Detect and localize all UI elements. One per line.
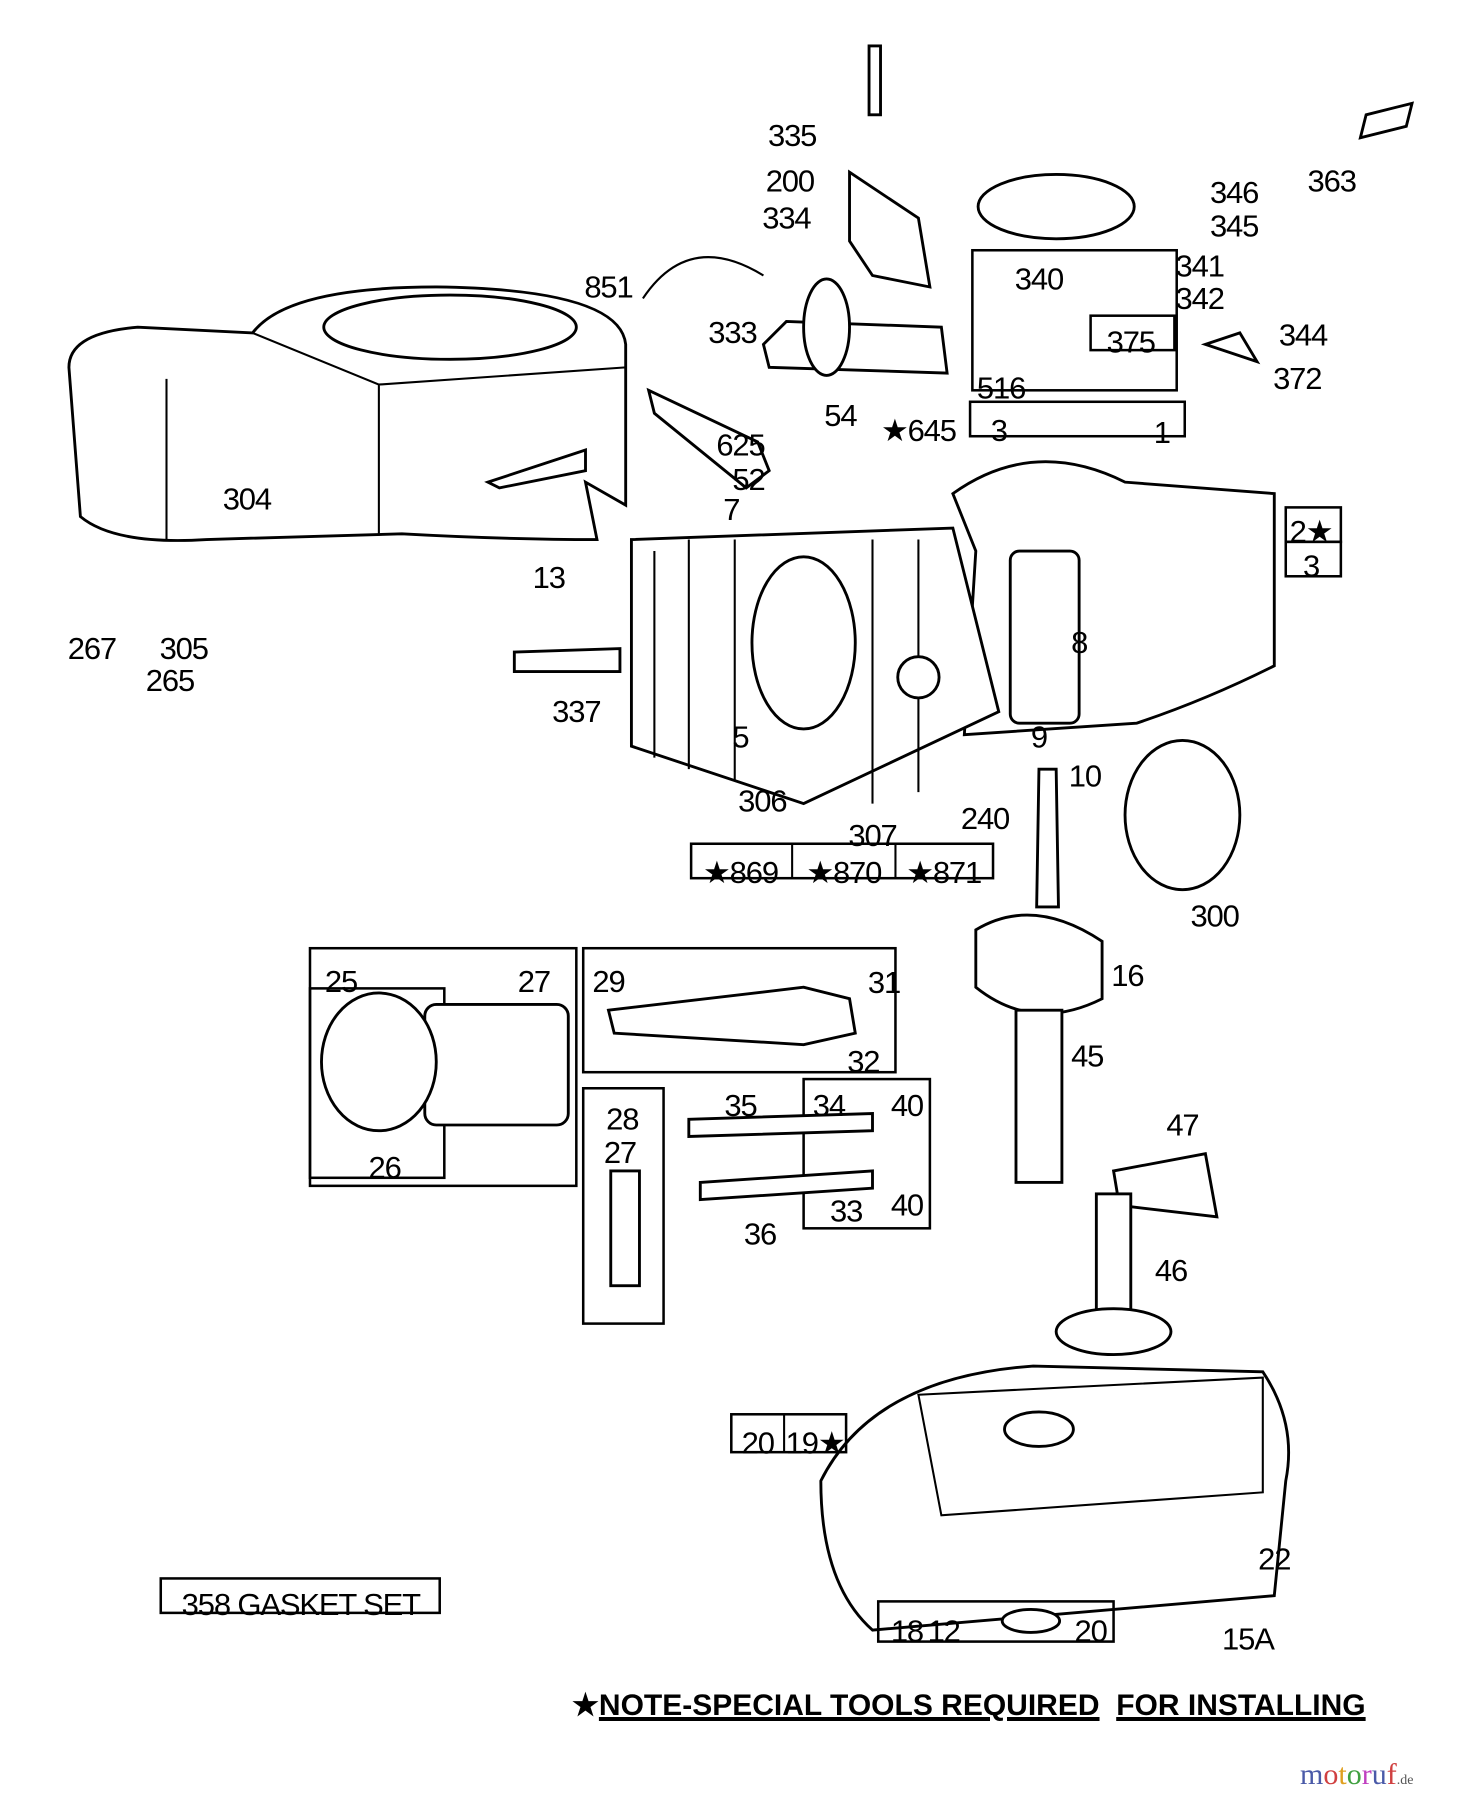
ignition-parts bbox=[642, 44, 1415, 392]
callout-label: 200 bbox=[766, 164, 815, 199]
callout-label: 25 bbox=[325, 964, 357, 999]
callout-label: 625 bbox=[716, 428, 764, 463]
blower-housing-304 bbox=[67, 285, 628, 542]
callout-label: 334 bbox=[762, 200, 811, 235]
watermark-logo: motoruf.de bbox=[1300, 1758, 1414, 1791]
callout-label: 54 bbox=[824, 398, 857, 433]
callout-label: 358 GASKET SET bbox=[182, 1587, 421, 1622]
callout-label: 28 bbox=[606, 1102, 638, 1137]
crankshaft-muffler bbox=[974, 738, 1242, 1184]
callout-label: 346 bbox=[1210, 175, 1258, 210]
callout-label: 516 bbox=[977, 370, 1025, 405]
callout-label: 52 bbox=[732, 462, 764, 497]
callout-label: 341 bbox=[1176, 249, 1224, 284]
callout-label: 27 bbox=[518, 964, 550, 999]
callout-label: 7 bbox=[723, 492, 739, 527]
callout-label: 307 bbox=[848, 818, 896, 853]
cylinder-block bbox=[512, 387, 1343, 880]
callout-label: 20 bbox=[1075, 1614, 1108, 1649]
callout-label: 15A bbox=[1222, 1622, 1275, 1657]
callout-label: 47 bbox=[1166, 1107, 1198, 1142]
callout-label: 13 bbox=[533, 560, 565, 595]
callout-label: 10 bbox=[1069, 758, 1102, 793]
callout-label: 2★ bbox=[1290, 514, 1333, 549]
callout-label: ★870 bbox=[806, 855, 882, 890]
callout-label: 16 bbox=[1111, 958, 1143, 993]
callout-label: 335 bbox=[768, 118, 816, 153]
callout-label: 300 bbox=[1190, 898, 1239, 933]
callout-label: 46 bbox=[1155, 1253, 1187, 1288]
callout-label: 45 bbox=[1071, 1038, 1103, 1073]
callout-label: 9 bbox=[1031, 719, 1047, 754]
callout-label: 340 bbox=[1015, 261, 1064, 296]
callout-label: 3 bbox=[991, 413, 1007, 448]
callout-label: 342 bbox=[1176, 281, 1224, 316]
callout-label: 8 bbox=[1071, 625, 1087, 660]
callout-label: 304 bbox=[223, 482, 272, 517]
callout-label: 27 bbox=[604, 1135, 636, 1170]
callout-label: 20 bbox=[742, 1425, 775, 1460]
callout-label: 267 bbox=[68, 631, 116, 666]
callout-label: 363 bbox=[1308, 164, 1356, 199]
callout-label: 851 bbox=[584, 269, 632, 304]
callout-label: 33 bbox=[830, 1193, 862, 1228]
callout-label: 345 bbox=[1210, 208, 1258, 243]
callout-label: 19★ bbox=[786, 1425, 845, 1460]
callout-label: 35 bbox=[724, 1088, 756, 1123]
callout-label: 32 bbox=[847, 1044, 879, 1079]
callout-label: 375 bbox=[1107, 324, 1155, 359]
callout-label: 337 bbox=[552, 694, 600, 729]
star-icon: ★ bbox=[572, 1689, 599, 1722]
callout-label: 34 bbox=[813, 1088, 846, 1123]
special-tools-note: ★NOTE-SPECIAL TOOLS REQUIRED FOR INSTALL… bbox=[572, 1689, 1366, 1722]
piston-rod-valves bbox=[308, 946, 932, 1325]
callout-label: 3 bbox=[1303, 548, 1319, 583]
callout-label: 5 bbox=[732, 719, 748, 754]
callout-label: 333 bbox=[708, 315, 756, 350]
callout-label: 36 bbox=[744, 1216, 776, 1251]
callout-label: 265 bbox=[146, 663, 194, 698]
callout-label: 305 bbox=[160, 631, 208, 666]
callout-label: ★871 bbox=[906, 855, 981, 890]
callout-label: ★869 bbox=[703, 855, 778, 890]
callout-label: 372 bbox=[1273, 361, 1321, 396]
callout-label: ★645 bbox=[881, 413, 956, 448]
callout-label: 12 bbox=[928, 1614, 960, 1649]
callout-label: 18 bbox=[891, 1614, 923, 1649]
callout-label: 40 bbox=[891, 1088, 924, 1123]
camshaft-sump bbox=[159, 1152, 1291, 1643]
callout-label: 344 bbox=[1279, 318, 1328, 353]
callout-label: 29 bbox=[592, 964, 624, 999]
callout-label: 1 bbox=[1154, 415, 1170, 450]
callout-label: 31 bbox=[868, 965, 900, 1000]
callout-label: 26 bbox=[369, 1150, 401, 1185]
callout-label: 306 bbox=[738, 784, 786, 819]
callout-label: 22 bbox=[1258, 1541, 1290, 1576]
callout-label: 240 bbox=[961, 801, 1010, 836]
callout-label: 40 bbox=[891, 1188, 924, 1223]
